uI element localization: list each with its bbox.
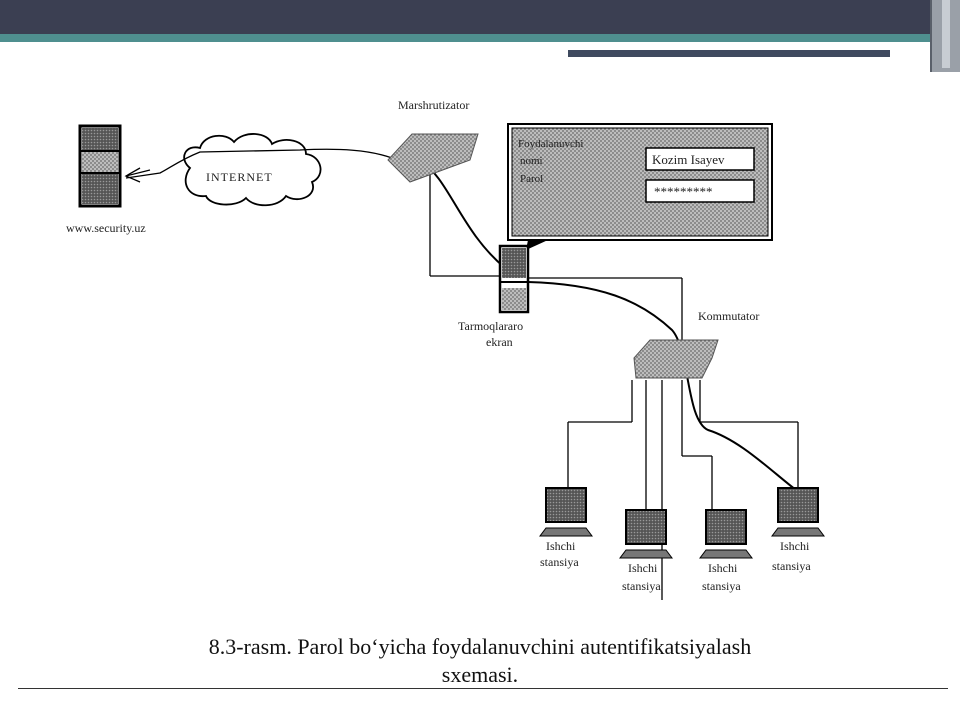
login-dialog [507, 123, 773, 257]
internet-label: INTERNET [206, 170, 273, 184]
workstation-label-line1: Ishchi [546, 539, 576, 553]
login-password-value: ********* [654, 184, 713, 199]
workstation-icon [699, 509, 753, 559]
firewall-label-line1: Tarmoqlararo [458, 319, 523, 333]
workstation-icon [539, 487, 593, 537]
router-icon [387, 133, 479, 183]
slide-sub-bar [568, 50, 890, 57]
figure-caption-line2: sxemasi. [441, 662, 519, 687]
router-label: Marshrutizator [398, 98, 469, 112]
workstation-label-line2: stansiya [622, 579, 661, 593]
server-url-label: www.security.uz [66, 221, 146, 235]
workstation-label-line2: stansiya [702, 579, 741, 593]
slide-header-bar [0, 0, 960, 34]
firewall-icon [498, 244, 530, 314]
workstation-icon [771, 487, 825, 537]
login-password-label: Parol [520, 173, 543, 185]
slide-accent-stripe [0, 34, 930, 42]
login-username-label-line1: Foydalanuvchi [518, 138, 583, 150]
login-username-value: Kozim Isayev [652, 152, 725, 167]
workstation-label-line1: Ishchi [628, 561, 658, 575]
figure-caption-line1: 8.3-rasm. Parol bo‘yicha foydalanuvchini… [208, 634, 752, 659]
workstation-label-line1: Ishchi [780, 539, 810, 553]
firewall-label-line2: ekran [486, 335, 513, 349]
workstation-label-line2: stansiya [772, 559, 811, 573]
switch-icon [633, 339, 719, 379]
workstation-label-line1: Ishchi [708, 561, 738, 575]
server-icon [78, 124, 122, 208]
switch-label: Kommutator [698, 309, 759, 323]
workstation-label-line2: stansiya [540, 555, 579, 569]
workstation-icon [619, 509, 673, 559]
caption-underline [18, 688, 948, 689]
slide-corner-frame [930, 0, 960, 72]
login-username-label-line2: nomi [520, 155, 543, 167]
